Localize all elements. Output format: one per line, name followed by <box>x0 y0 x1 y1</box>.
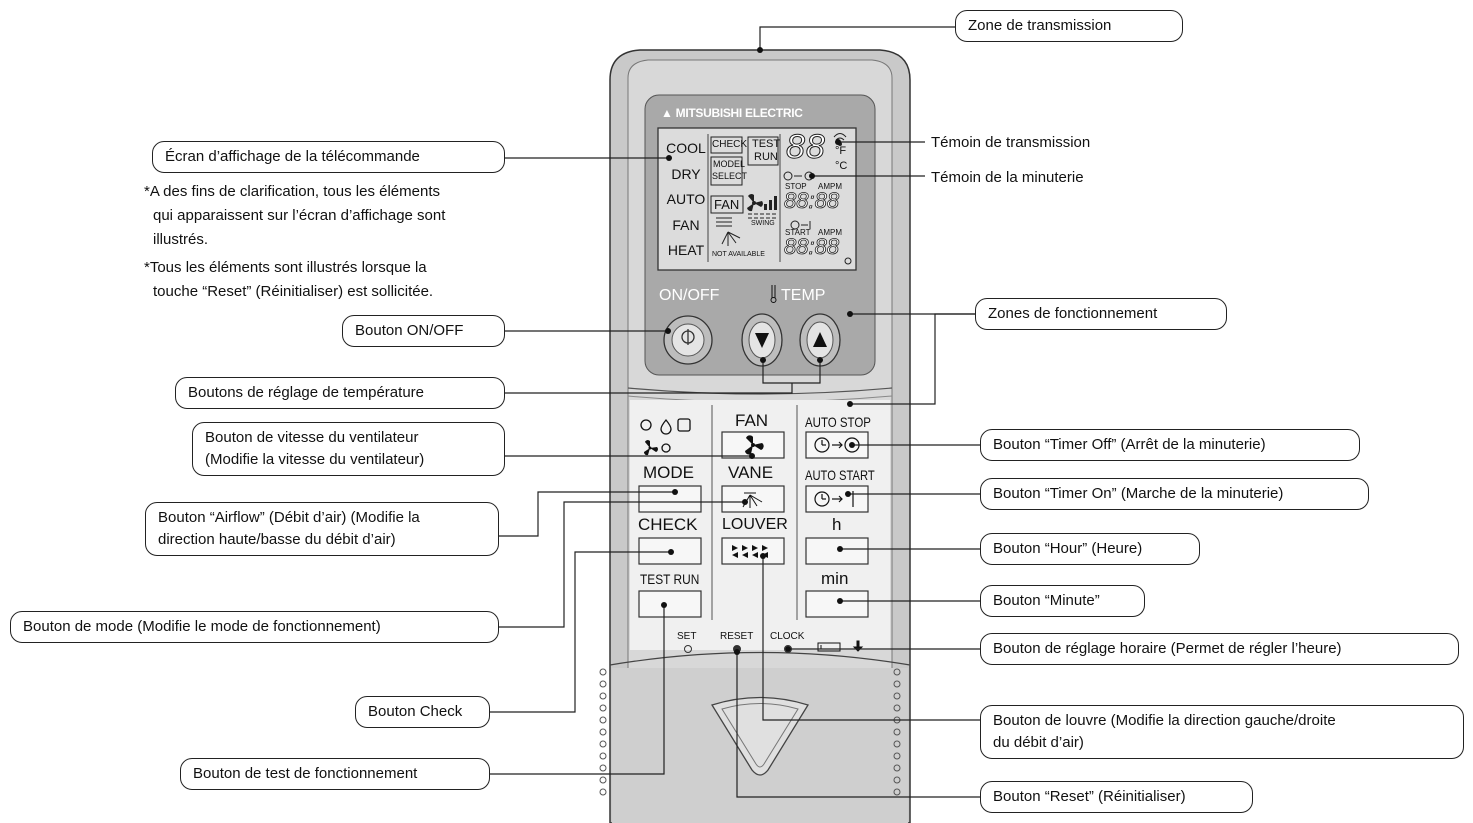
label-auto-start: AUTO START <box>805 467 875 483</box>
label-clock: CLOCK <box>770 631 805 642</box>
mode-fan-icon <box>643 440 658 456</box>
lcd-temp-digits: 88 <box>786 128 826 167</box>
mode-icons <box>640 418 691 453</box>
label-reset: RESET <box>720 631 754 642</box>
label-auto-stop: AUTO STOP <box>805 414 871 430</box>
lcd-start: START <box>785 228 811 237</box>
callout-minute-button: Bouton “Minute” <box>980 585 1145 617</box>
thermometer-icon <box>770 285 777 303</box>
lcd-unit-c: °C <box>835 160 848 172</box>
note-reset: *Tous les éléments sont illustrés lorsqu… <box>144 259 434 300</box>
callout-louver-button: Bouton de louvre (Modifie la direction g… <box>980 705 1464 759</box>
lcd-stop: STOP <box>785 182 807 191</box>
lcd-model: MODEL <box>713 159 746 169</box>
lcd-mode-fan: FAN <box>672 216 700 233</box>
lcd-run: RUN <box>754 151 778 163</box>
label-set: SET <box>677 631 697 642</box>
brand-logo: ▲ MITSUBISHI ELECTRIC <box>661 106 803 120</box>
mitsubishi-logo-icon: ▲ <box>661 106 673 120</box>
lcd-mode-dry: DRY <box>671 165 701 182</box>
callout-check-button: Bouton Check <box>355 696 490 728</box>
lcd-mode-cool: COOL <box>666 140 706 156</box>
callout-timer-off-button: Bouton “Timer Off” (Arrêt de la minuteri… <box>980 429 1360 461</box>
leader-lines <box>490 26 980 798</box>
label-hour: h <box>832 515 842 534</box>
lcd-screen <box>657 127 857 271</box>
lcd-select: SELECT <box>712 171 748 181</box>
callout-reset-button: Bouton “Reset” (Réinitialiser) <box>980 781 1253 813</box>
label-louver: LOUVER <box>722 516 788 533</box>
callout-transmission-indicator: Témoin de transmission <box>931 134 1091 151</box>
lcd-unit-f: °F <box>835 145 847 157</box>
callout-clock-button: Bouton de réglage horaire (Permet de rég… <box>980 633 1459 665</box>
label-temp: TEMP <box>781 287 826 304</box>
label-mode: MODE <box>643 463 694 482</box>
callout-hour-button: Bouton “Hour” (Heure) <box>980 533 1200 565</box>
callout-mode-button: Bouton de mode (Modifie le mode de fonct… <box>10 611 499 643</box>
lcd-mode-heat: HEAT <box>667 242 705 258</box>
lcd-not-available: NOT AVAILABLE <box>712 251 765 258</box>
label-vane: VANE <box>728 463 774 482</box>
callout-test-run-button: Bouton de test de fonctionnement <box>180 758 490 790</box>
lcd-mode-auto: AUTO <box>666 191 706 207</box>
callout-fan-speed-button: Bouton de vitesse du ventilateur (Modifi… <box>192 422 505 476</box>
callout-timer-indicator: Témoin de la minuterie <box>931 169 1084 186</box>
lcd-fan-icon <box>747 194 763 212</box>
label-on-off: ON/OFF <box>659 287 720 304</box>
timer-on-icon <box>814 491 854 507</box>
callout-airflow-button: Bouton “Airflow” (Débit d’air) (Modifie … <box>145 502 499 556</box>
lcd-test: TEST <box>752 138 781 150</box>
lcd-start-time: 88:88 <box>784 234 840 259</box>
callout-display-screen: Écran d’affichage de la télécommande <box>152 141 505 173</box>
label-test-run: TEST RUN <box>640 571 700 587</box>
fan-button-icon <box>745 435 764 455</box>
lcd-fan-box: FAN <box>714 197 740 212</box>
lcd-vane-icon <box>716 217 741 246</box>
callout-temperature-buttons: Boutons de réglage de température <box>175 377 505 409</box>
lcd-check: CHECK <box>712 139 748 150</box>
callout-operating-zones: Zones de fonctionnement <box>975 298 1227 330</box>
callout-timer-on-button: Bouton “Timer On” (Marche de la minuteri… <box>980 478 1369 510</box>
lcd-swing: SWING <box>751 220 775 227</box>
note-display-clarification: *A des fins de clarification, tous les é… <box>144 183 446 248</box>
lcd-stop-ampm: AMPM <box>818 182 842 191</box>
label-check: CHECK <box>638 515 698 534</box>
callout-transmission-zone: Zone de transmission <box>955 10 1183 42</box>
leader-dots <box>661 47 855 655</box>
lcd-fan-level-icon <box>764 196 777 210</box>
lcd-mode-list: COOL DRY AUTO FAN HEAT <box>664 136 708 264</box>
lcd-stop-time: 88:88 <box>784 188 840 213</box>
label-fan: FAN <box>735 411 769 430</box>
label-minute: min <box>821 569 849 588</box>
lcd-swing-icon <box>748 213 778 219</box>
upper-buttons <box>663 285 841 367</box>
lcd-start-ampm: AMPM <box>818 228 842 237</box>
callout-on-off-button: Bouton ON/OFF <box>342 315 505 347</box>
